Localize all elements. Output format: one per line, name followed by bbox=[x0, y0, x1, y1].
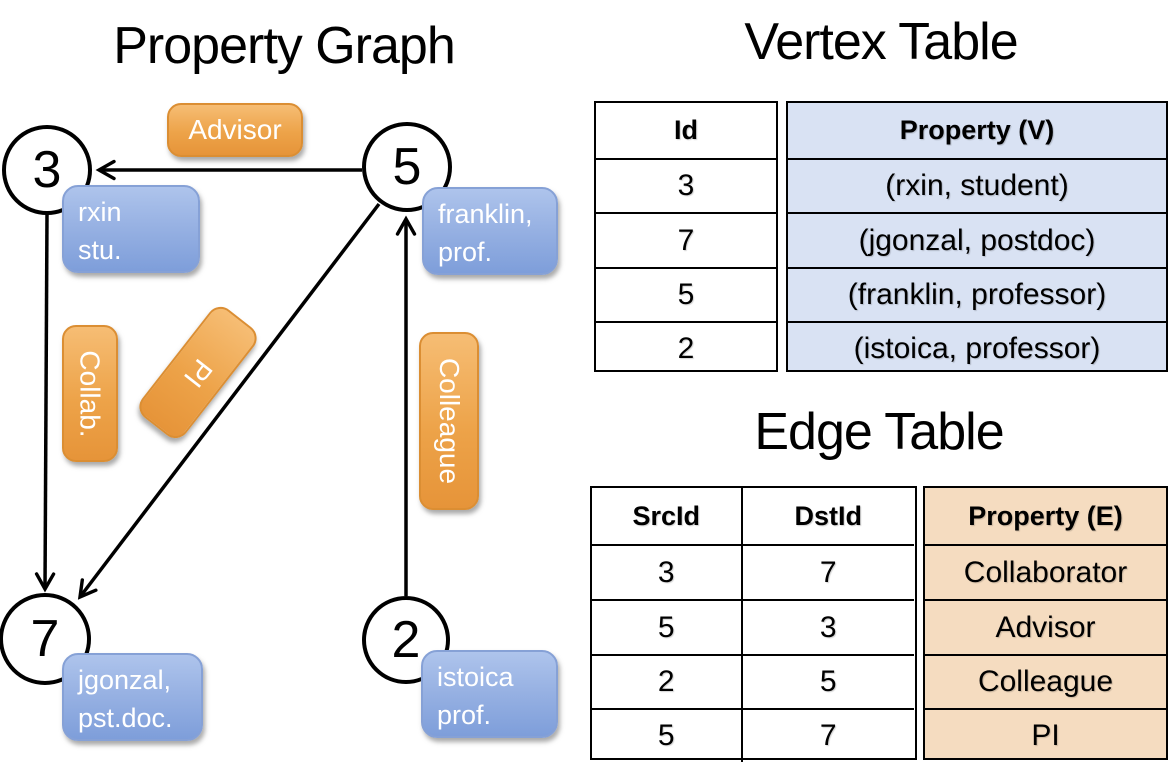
vertex-id-cell: 7 bbox=[596, 212, 776, 267]
edge-label-colleague-text: Colleague bbox=[434, 357, 466, 485]
graph-edges bbox=[34, 159, 417, 600]
edge-property-cell: Collaborator bbox=[925, 544, 1166, 599]
vertex-table-title: Vertex Table bbox=[744, 13, 1018, 71]
vertex-property-box-3: rxin stu. bbox=[62, 185, 200, 273]
vertex-property-box-7: jgonzal, pst.doc. bbox=[62, 653, 203, 741]
edge-label-colleague: Colleague bbox=[419, 332, 479, 510]
edge-dst-cell: 7 bbox=[740, 544, 914, 599]
edge-label-pi-text: PI bbox=[178, 352, 219, 393]
vertex-id-cell: 3 bbox=[596, 158, 776, 212]
vertex-id-cell: 5 bbox=[596, 267, 776, 321]
edge-src-cell: 5 bbox=[592, 708, 741, 762]
edge-dst-cell: 7 bbox=[740, 708, 914, 762]
edge-dst-header: DstId bbox=[740, 488, 915, 544]
vertex-property-cell: (rxin, student) bbox=[788, 158, 1166, 212]
vertex-table-id-column: Id 3 7 5 2 bbox=[594, 101, 778, 372]
vertex-property-cell: (franklin, professor) bbox=[788, 267, 1166, 321]
vertex-id-cell: 2 bbox=[596, 321, 776, 374]
edge-pi-5-7 bbox=[77, 202, 381, 600]
edge-table-src-dst-columns: SrcId DstId 3 7 5 3 2 5 5 7 bbox=[590, 486, 917, 762]
vertex-property-header: Property (V) bbox=[899, 115, 1055, 145]
edge-collab-3-7 bbox=[34, 213, 56, 593]
edge-table-property-column: Property (E) Collaborator Advisor Collea… bbox=[923, 486, 1168, 760]
property-graph-title: Property Graph bbox=[113, 17, 456, 75]
vertex-table-property-column: Property (V) (rxin, student) (jgonzal, p… bbox=[786, 101, 1168, 372]
edge-dst-cell: 3 bbox=[740, 599, 914, 654]
graph-node-2: 2 bbox=[362, 596, 450, 684]
edge-property-cell: PI bbox=[925, 708, 1166, 762]
edge-property-header: Property (E) bbox=[968, 500, 1123, 531]
edge-src-cell: 2 bbox=[592, 654, 741, 708]
edge-dst-cell: 5 bbox=[740, 654, 914, 708]
graph-node-5: 5 bbox=[362, 122, 452, 212]
vertex-property-cell: (jgonzal, postdoc) bbox=[788, 212, 1166, 267]
edge-src-header: SrcId bbox=[632, 500, 701, 531]
edge-label-collab-text: Collab. bbox=[75, 349, 107, 438]
vertex-property-box-5: franklin, prof. bbox=[422, 187, 558, 275]
edge-table-title: Edge Table bbox=[754, 403, 1004, 461]
edge-label-advisor: Advisor bbox=[167, 103, 303, 157]
edge-src-cell: 3 bbox=[592, 544, 741, 599]
edge-property-cell: Colleague bbox=[925, 654, 1166, 708]
edge-label-collab: Collab. bbox=[62, 325, 118, 462]
vertex-property-box-2: istoica prof. bbox=[421, 650, 558, 738]
vertex-id-header: Id bbox=[674, 115, 698, 145]
edge-src-cell: 5 bbox=[592, 599, 741, 654]
vertex-property-cell: (istoica, professor) bbox=[788, 321, 1166, 374]
edge-property-cell: Advisor bbox=[925, 599, 1166, 654]
